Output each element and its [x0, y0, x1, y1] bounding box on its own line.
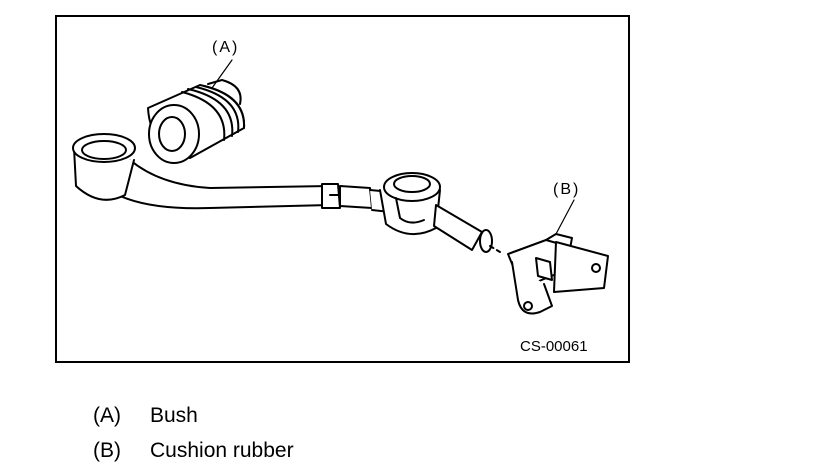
callout-b-leader: [555, 199, 575, 235]
bush-part: [147, 79, 246, 164]
legend-key: (A): [93, 404, 121, 427]
legend: (A) Bush (B) Cushion rubber: [93, 398, 294, 468]
legend-text: Bush: [150, 404, 198, 427]
callout-a-label: (A): [212, 39, 239, 56]
legend-key: (B): [93, 439, 121, 462]
legend-text: Cushion rubber: [150, 439, 294, 462]
figure-code: CS-00061: [520, 338, 588, 355]
legend-item-cushion-rubber: (B) Cushion rubber: [93, 433, 294, 468]
arm-bar: [72, 133, 393, 213]
center-joint: [379, 172, 501, 253]
callout-b-label: (B): [553, 181, 580, 198]
cushion-rubber-part: [507, 233, 609, 315]
legend-item-bush: (A) Bush: [93, 398, 294, 433]
callout-a-leader: [211, 59, 233, 89]
